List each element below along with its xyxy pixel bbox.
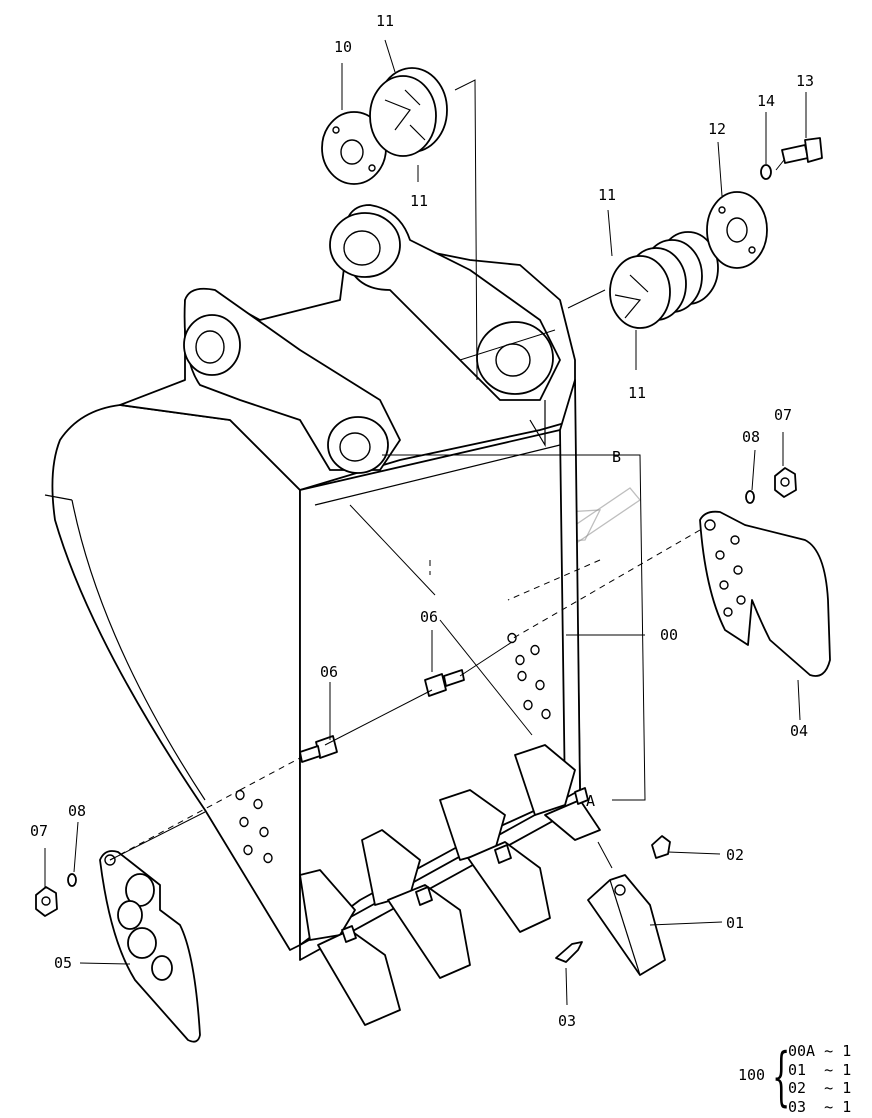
legend-sep: ~ [824, 1042, 834, 1060]
callout-06-lower: 06 [320, 663, 338, 681]
side-cutter-bolt-holes-right [507, 632, 551, 720]
legend-qty: 1 [842, 1097, 852, 1116]
legend-brace: { [772, 1040, 791, 1114]
callout-11-right-bottom: 11 [628, 384, 646, 402]
callout-07-left: 07 [30, 822, 48, 840]
plate-10 [321, 111, 387, 185]
callout-04: 04 [790, 722, 808, 740]
side-cutter-right [699, 510, 831, 677]
callout-02: 02 [726, 846, 744, 864]
callout-05: 05 [54, 954, 72, 972]
bolt-06-lower [299, 735, 338, 763]
legend-rows: 00A ~ 1 01 ~ 1 02 ~ 1 03 ~ 1 [788, 1042, 851, 1116]
assembly-dashed-lines [109, 529, 701, 861]
legend-part: 01 [788, 1060, 807, 1079]
legend-qty: 1 [842, 1079, 852, 1097]
side-cutter-bolt-holes-left [235, 789, 273, 864]
legend-qty: 1 [842, 1060, 852, 1079]
legend-row: 03 ~ 1 [788, 1098, 851, 1117]
callout-06-upper: 06 [420, 608, 438, 626]
washer-08-left [67, 873, 77, 887]
side-cutter-left [99, 850, 201, 1043]
callout-labels: 10 11 11 11 11 12 14 13 08 07 B 00 06 06… [30, 12, 814, 1030]
callout-A: A [586, 792, 595, 810]
leader-lines [44, 39, 807, 1006]
washer-14 [760, 164, 772, 180]
nut-07-left [35, 886, 58, 917]
legend-sep: ~ [824, 1097, 834, 1116]
callout-07-right: 07 [774, 406, 792, 424]
legend-row: 00A ~ 1 [788, 1042, 851, 1061]
retainer [555, 941, 583, 963]
callout-08-right: 08 [742, 428, 760, 446]
callout-12: 12 [708, 120, 726, 138]
callout-11-mid: 11 [410, 192, 428, 210]
bucket-teeth [299, 744, 601, 1026]
callout-00: 00 [660, 626, 678, 644]
callout-11-right-top: 11 [598, 186, 616, 204]
legend-row: 02 ~ 1 [788, 1079, 851, 1098]
callout-08-left: 08 [68, 802, 86, 820]
plate-12 [706, 191, 768, 269]
legend-sep: ~ [824, 1079, 834, 1097]
shims-11-upper [369, 67, 448, 157]
callout-13: 13 [796, 72, 814, 90]
legend-part: 00A [788, 1042, 816, 1060]
legend-row: 01 ~ 1 [788, 1061, 851, 1080]
callout-B: B [612, 448, 621, 466]
nut-07-right [774, 467, 797, 498]
bolt-13 [781, 137, 823, 164]
callout-14: 14 [757, 92, 775, 110]
shims-11-lower [609, 231, 719, 329]
legend-assembly-number: 100 [738, 1066, 766, 1084]
washer-08-right [745, 490, 755, 504]
callout-03: 03 [558, 1012, 576, 1030]
assembly-quantity-legend: 100 { 00A ~ 1 01 ~ 1 02 ~ 1 03 ~ 1 [738, 1042, 862, 1116]
legend-sep: ~ [824, 1060, 834, 1079]
legend-qty: 1 [842, 1042, 852, 1060]
callout-10: 10 [334, 38, 352, 56]
callout-01: 01 [726, 914, 744, 932]
exploded-tooth-point [587, 874, 666, 976]
legend-part: 03 [788, 1097, 807, 1116]
legend-part: 02 [788, 1079, 807, 1097]
callout-11-top: 11 [376, 12, 394, 30]
lock-pin [651, 835, 671, 859]
